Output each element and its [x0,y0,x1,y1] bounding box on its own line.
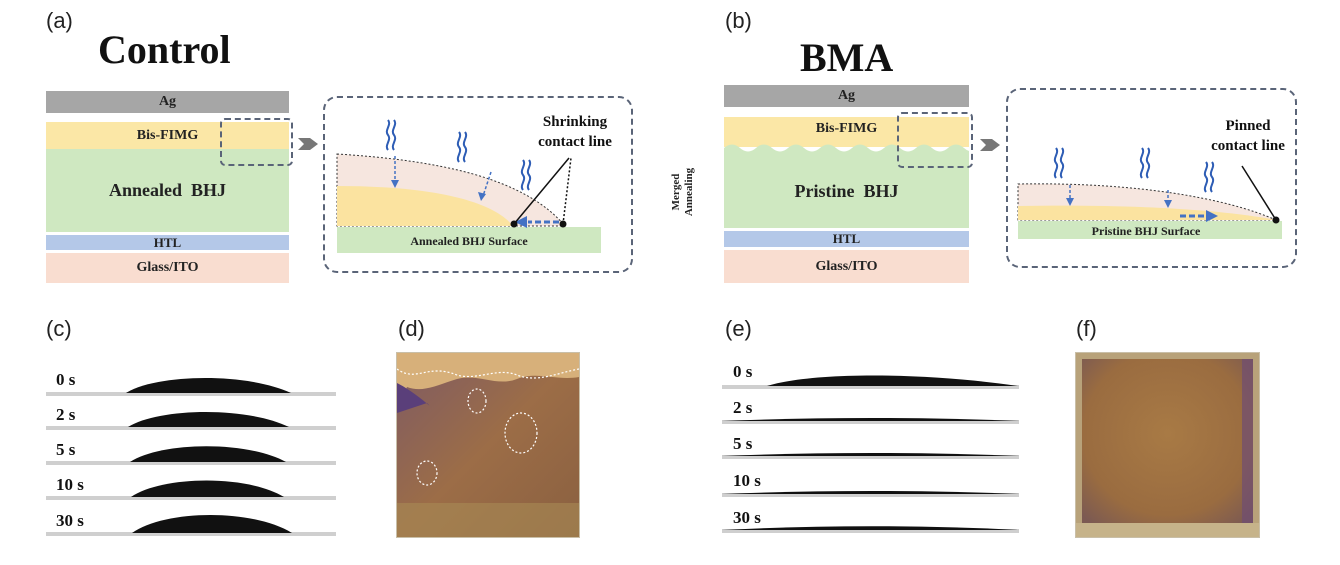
panel-f-letter: (f) [1076,316,1097,341]
frame-c-10 [46,480,336,500]
layer-htl: HTL [46,235,289,250]
zoom-a-surface-label: Annealed BHJ Surface [410,234,528,248]
panel-c-droplet-frames [46,377,336,536]
frame-e-10 [722,491,1019,497]
frame-e-label-0: 0 s [733,362,753,381]
layer-bis-fimg-b: Bis-FIMG [724,117,969,147]
frame-c-5 [46,446,336,465]
frame-c-label-0: 0 s [56,370,76,389]
zoom-box-a [323,96,633,273]
zoom-b-surface-label: Pristine BHJ Surface [1092,224,1201,238]
zoom-b-illustration: Pinned contact line Pristine BHJ Surface [1017,118,1285,239]
frame-e-5 [722,453,1019,459]
frame-e-0 [722,375,1019,389]
panel-e-letter: (e) [725,316,752,341]
frame-e-2 [722,418,1019,424]
frame-e-label-1: 2 s [733,398,753,417]
layer-ag-b: Ag [724,85,969,107]
zoom-a-annotation-line2: contact line [538,134,612,150]
panel-e-droplet-frames [722,375,1019,533]
frame-e-label-4: 30 s [733,508,761,527]
merged-annealing-label: Merged Annealing [670,167,695,217]
stack-a-selection-box [220,118,293,166]
frame-c-label-3: 10 s [56,475,84,494]
panel-c-letter: (c) [46,316,72,341]
stack-b-selection-box [897,112,973,168]
frame-e-label-3: 10 s [733,471,761,490]
panel-d-letter: (d) [398,316,425,341]
layer-bhj: Annealed BHJ [46,149,289,232]
zoom-a-annotation-line1: Shrinking [543,114,608,130]
frame-c-0 [46,377,336,396]
frame-e-label-2: 5 s [733,434,753,453]
layer-bis-fimg: Bis-FIMG [46,122,289,149]
zoom-b-annotation-line2: contact line [1211,138,1285,154]
frame-c-label-2: 5 s [56,440,76,459]
layer-glass-ito-b: Glass/ITO [724,250,969,283]
zoom-a-illustration: Shrinking contact line Annealed BHJ Surf… [336,114,612,253]
pointer-arrow-a [298,138,318,150]
panel-a-title: Control [98,27,231,72]
zoom-b-annotation-line1: Pinned [1225,118,1271,134]
pointer-arrow-b [980,139,1000,151]
layer-htl-b: HTL [724,231,969,247]
frame-c-30 [46,514,336,536]
frame-c-label-4: 30 s [56,511,84,530]
layer-ag: Ag [46,91,289,113]
zoom-box-b [1006,88,1297,268]
frame-e-30 [722,526,1019,533]
layer-glass-ito: Glass/ITO [46,253,289,283]
frame-c-2 [46,411,336,430]
panel-b-letter: (b) [725,8,752,33]
panel-d-film-photo [396,352,580,538]
panel-b-title: BMA [800,35,894,80]
panel-f-film-photo [1075,352,1260,538]
frame-c-label-1: 2 s [56,405,76,424]
panel-a-letter: (a) [46,8,73,33]
